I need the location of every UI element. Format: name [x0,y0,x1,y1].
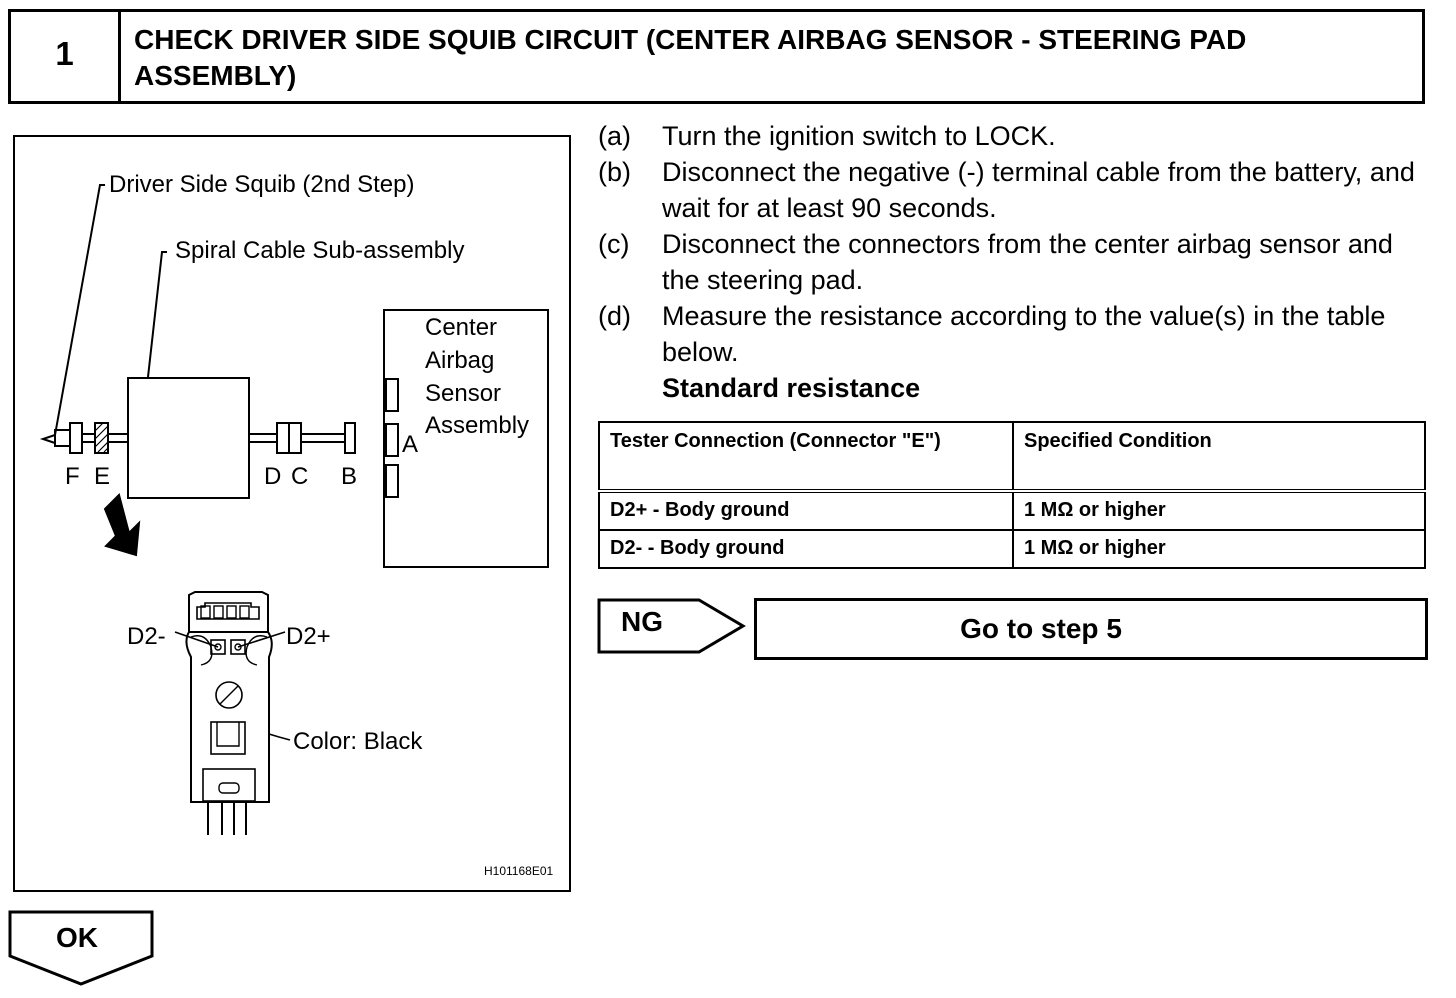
spiral-leader-line [147,251,167,378]
ok-label: OK [56,922,98,953]
table-header-condition: Specified Condition [1012,421,1426,493]
table-header-connection: Tester Connection (Connector "E") [598,421,1014,493]
connector-b [344,422,356,454]
goto-step-label: Go to step 5 [960,613,1122,644]
instruction-text: Turn the ignition switch to LOCK. [662,121,1056,151]
step-title: CHECK DRIVER SIDE SQUIB CIRCUIT (CENTER … [134,24,1247,91]
table-cell-condition: 1 MΩ or higher [1012,490,1426,531]
standard-resistance-heading: Standard resistance [662,373,921,403]
connector-e-detail [174,591,291,835]
table-cell-connection: D2+ - Body ground [598,490,1014,531]
ok-branch-arrow[interactable]: OK [8,910,156,993]
connector-d [276,422,290,454]
squib-leader-line [54,184,105,436]
squib-tip [54,429,71,447]
color-label: Color: Black [293,728,423,755]
instruction-item: (b) Disconnect the negative (-) terminal… [598,154,1428,226]
table-row: D2- - Body ground 1 MΩ or higher [598,529,1426,569]
instruction-list: (a) Turn the ignition switch to LOCK. (b… [598,118,1428,406]
wiring-diagram [39,184,549,835]
goto-step-button[interactable]: Go to step 5 [754,598,1428,660]
table-cell-condition: 1 MΩ or higher [1012,529,1426,569]
connector-d-label: D [264,463,282,490]
resistance-table: Tester Connection (Connector "E") Specif… [598,421,1426,569]
instruction-text: Disconnect the connectors from the cente… [662,229,1393,295]
instruction-letter: (d) [598,301,631,331]
connector-a-label: A [402,431,419,458]
connector-f-label: F [65,463,80,490]
connector-b-label: B [341,463,358,490]
ng-branch-arrow[interactable]: NG [597,598,749,661]
table-cell-connection: D2- - Body ground [598,529,1014,569]
connector-f [69,422,83,454]
instruction-item: (c) Disconnect the connectors from the c… [598,226,1428,298]
instruction-text: Measure the resistance according to the … [662,301,1386,367]
connector-e-label: E [94,463,111,490]
ng-arrow-shape [597,598,746,654]
wiring-figure: Driver Side Squib (2nd Step) Spiral Cabl… [13,135,571,892]
center-airbag-label-3: Sensor [425,380,502,407]
instruction-item: (d) Measure the resistance according to … [598,298,1428,370]
spiral-cable-label: Spiral Cable Sub-assembly [175,237,465,264]
latch-icon [215,681,243,709]
step-header: 1 CHECK DRIVER SIDE SQUIB CIRCUIT (CENTE… [8,9,1425,104]
pin-d2-plus-label: D2+ [286,623,331,650]
ok-arrow-shape [8,910,154,986]
step-number: 1 [11,12,121,101]
table-row: D2+ - Body ground 1 MΩ or higher [598,490,1426,531]
instruction-letter: (b) [598,157,631,187]
table-header-row: Tester Connection (Connector "E") Specif… [598,421,1426,493]
ng-label: NG [621,606,663,637]
connector-c [288,422,302,454]
center-airbag-sensor-box [383,309,549,568]
center-airbag-label-4: Assembly [425,412,530,439]
driver-side-squib-label: Driver Side Squib (2nd Step) [109,171,415,198]
instruction-letter: (c) [598,229,630,259]
connector-c-label: C [291,463,309,490]
center-airbag-label-2: Airbag [425,347,495,374]
pin-d2-minus-label: D2- [127,623,166,650]
instruction-text: Disconnect the negative (-) terminal cab… [662,157,1415,223]
instruction-letter: (a) [598,121,631,151]
instruction-item: (a) Turn the ignition switch to LOCK. [598,118,1428,154]
down-arrow-icon [103,493,141,557]
connector-e [94,422,109,454]
figure-code: H101168E01 [484,864,554,878]
connector-a [385,423,399,457]
center-airbag-label-1: Center [425,314,498,341]
spiral-cable-box [127,377,250,499]
